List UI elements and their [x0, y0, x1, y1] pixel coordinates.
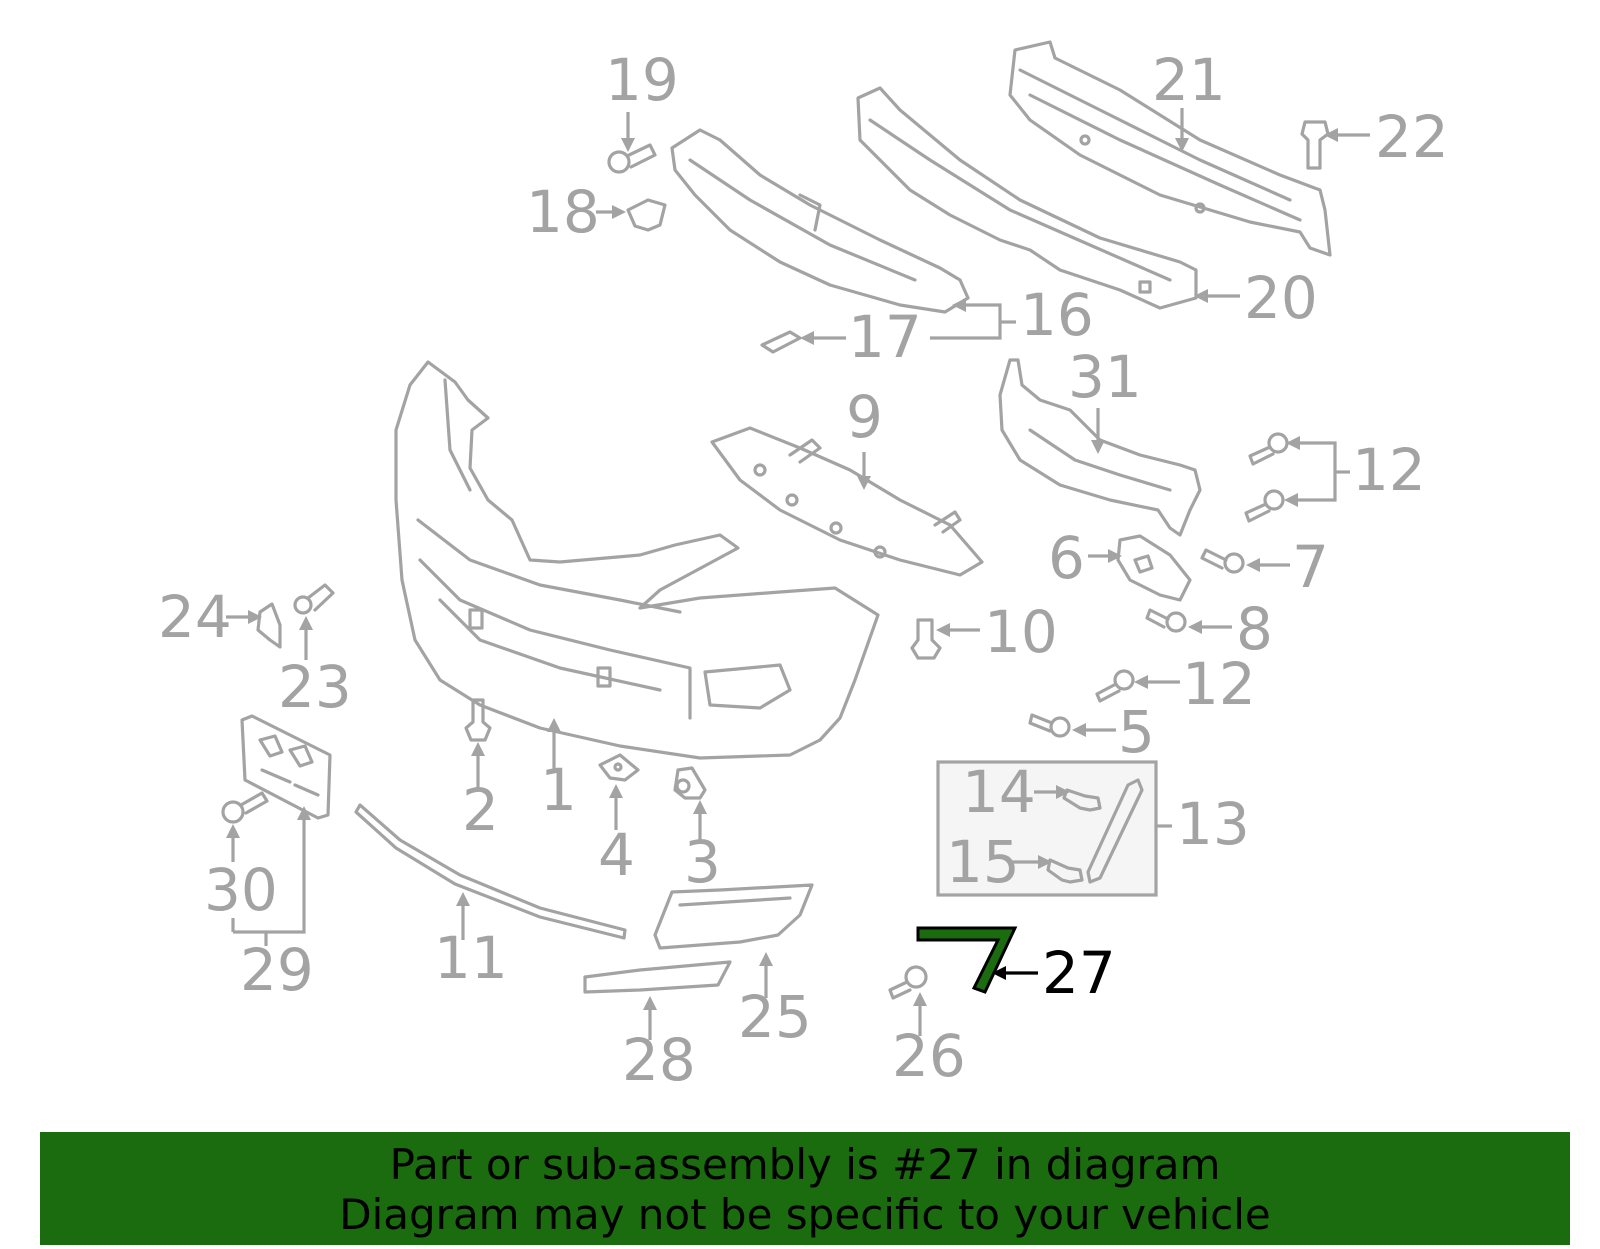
part-29-license-bracket — [240, 714, 332, 820]
callout-5: 5 — [1118, 698, 1155, 766]
part-10-bolt — [910, 618, 942, 660]
part-4-clip — [598, 753, 640, 782]
callout-8: 8 — [1236, 595, 1273, 663]
banner-line-2: Diagram may not be specific to your vehi… — [339, 1190, 1271, 1239]
callout-21: 21 — [1152, 46, 1226, 114]
part-12-bolt-upper-a — [1248, 432, 1289, 466]
part-2-pin — [464, 698, 492, 742]
part-23-clip — [293, 583, 335, 615]
callout-31: 31 — [1068, 343, 1142, 411]
banner-line-1: Part or sub-assembly is #27 in diagram — [389, 1140, 1221, 1189]
callout-11: 11 — [434, 924, 508, 992]
part-8-bolt — [1145, 608, 1187, 633]
callout-13: 13 — [1176, 790, 1250, 858]
part-5-bolt — [1028, 713, 1071, 738]
callout-26: 26 — [892, 1022, 966, 1090]
part-19-bolt — [607, 143, 657, 174]
part-16-upper-beam — [670, 128, 970, 314]
part-26-bolt — [888, 965, 928, 1000]
callout-7: 7 — [1292, 533, 1329, 601]
part-24-bracket — [256, 602, 282, 649]
part-12-bolt-lower — [1095, 669, 1135, 703]
callout-29: 29 — [240, 936, 314, 1004]
callout-4: 4 — [598, 821, 635, 889]
part-22-bolt — [1300, 120, 1330, 170]
callout-25: 25 — [738, 983, 812, 1051]
part-18-clip — [626, 198, 667, 232]
callout-numbers: 19 18 21 22 20 16 17 9 31 12 6 7 8 10 12… — [158, 46, 1449, 1094]
callout-23: 23 — [278, 653, 352, 721]
callout-12-lower: 12 — [1182, 650, 1256, 718]
callout-6: 6 — [1048, 524, 1085, 592]
part-13-kit — [936, 760, 1172, 897]
callout-14: 14 — [962, 758, 1036, 826]
callout-10: 10 — [984, 598, 1058, 666]
callout-20: 20 — [1244, 264, 1318, 332]
leader-lines — [226, 108, 1370, 1040]
part-31-side-bracket — [998, 358, 1202, 537]
callout-19: 19 — [605, 46, 679, 114]
callout-24: 24 — [158, 583, 232, 651]
callout-18: 18 — [526, 178, 600, 246]
callout-27-highlighted: 27 — [1042, 939, 1116, 1007]
part-30-bolt — [221, 791, 269, 824]
part-20-absorber — [856, 86, 1198, 310]
info-banner: Part or sub-assembly is #27 in diagram D… — [40, 1132, 1570, 1245]
callout-1: 1 — [540, 756, 577, 824]
part-27-highlighted-bracket — [916, 926, 1018, 994]
callout-17: 17 — [848, 303, 922, 371]
callout-15: 15 — [946, 828, 1020, 896]
callout-9: 9 — [846, 383, 883, 451]
part-12-bolt-upper-b — [1244, 489, 1285, 523]
part-21-reinforcement-beam — [1008, 40, 1332, 257]
part-17-pad — [760, 330, 802, 354]
callout-16: 16 — [1020, 281, 1094, 349]
part-28-trim — [583, 960, 732, 994]
callout-12-upper: 12 — [1352, 436, 1426, 504]
part-6-bracket — [1116, 534, 1192, 602]
part-3-retainer — [673, 766, 707, 800]
part-25-fog-cover — [653, 883, 814, 950]
callout-3: 3 — [684, 828, 721, 896]
part-11-molding — [354, 803, 627, 940]
callout-30: 30 — [204, 856, 278, 924]
callout-22: 22 — [1375, 103, 1449, 171]
part-9-bracket — [710, 426, 984, 577]
callout-28: 28 — [622, 1026, 696, 1094]
part-7-bolt — [1200, 548, 1245, 574]
callout-2: 2 — [462, 776, 499, 844]
part-1-bumper-cover — [394, 360, 880, 760]
